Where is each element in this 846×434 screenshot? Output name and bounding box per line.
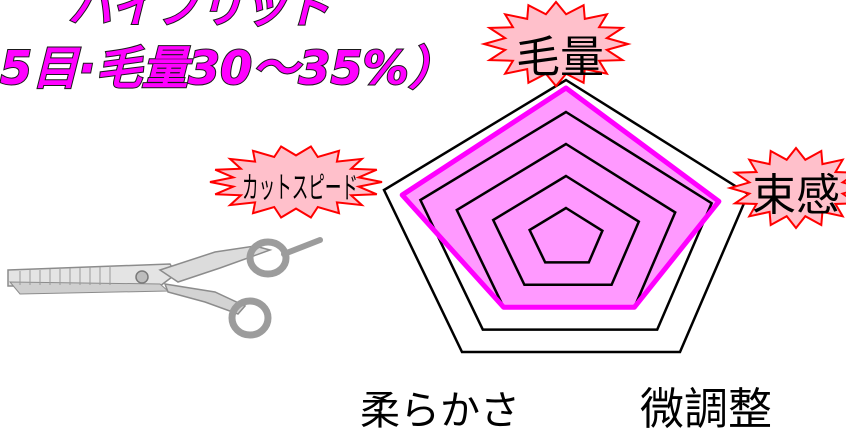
title-line-2: 5目·毛量30～35%） xyxy=(0,41,455,95)
axis-label-burst-0 xyxy=(480,0,632,88)
thinning-scissors-icon xyxy=(7,237,323,339)
grid-ring-1 xyxy=(527,206,604,264)
axis-label-burst-1 xyxy=(726,146,846,230)
series-area-0 xyxy=(402,88,719,308)
radar-plot-area xyxy=(382,78,750,354)
grid-ring-2 xyxy=(491,174,641,287)
axis-label-1: 束感 xyxy=(752,170,840,221)
axis-label-4: カットスピード xyxy=(242,171,358,206)
title-line-1: ハイブリッド xyxy=(68,0,333,33)
axis-label-2: 微調整 xyxy=(640,384,772,434)
axis-label-burst-4 xyxy=(209,145,383,219)
series-line-0 xyxy=(399,85,722,310)
page-title: ハイブリッド 5目·毛量30～35%） xyxy=(0,0,456,96)
axis-label-3: 柔らかさ xyxy=(360,388,520,434)
grid-ring-4 xyxy=(418,110,714,331)
grid-ring-5 xyxy=(382,78,750,354)
axis-label-0: 毛量 xyxy=(516,32,604,83)
